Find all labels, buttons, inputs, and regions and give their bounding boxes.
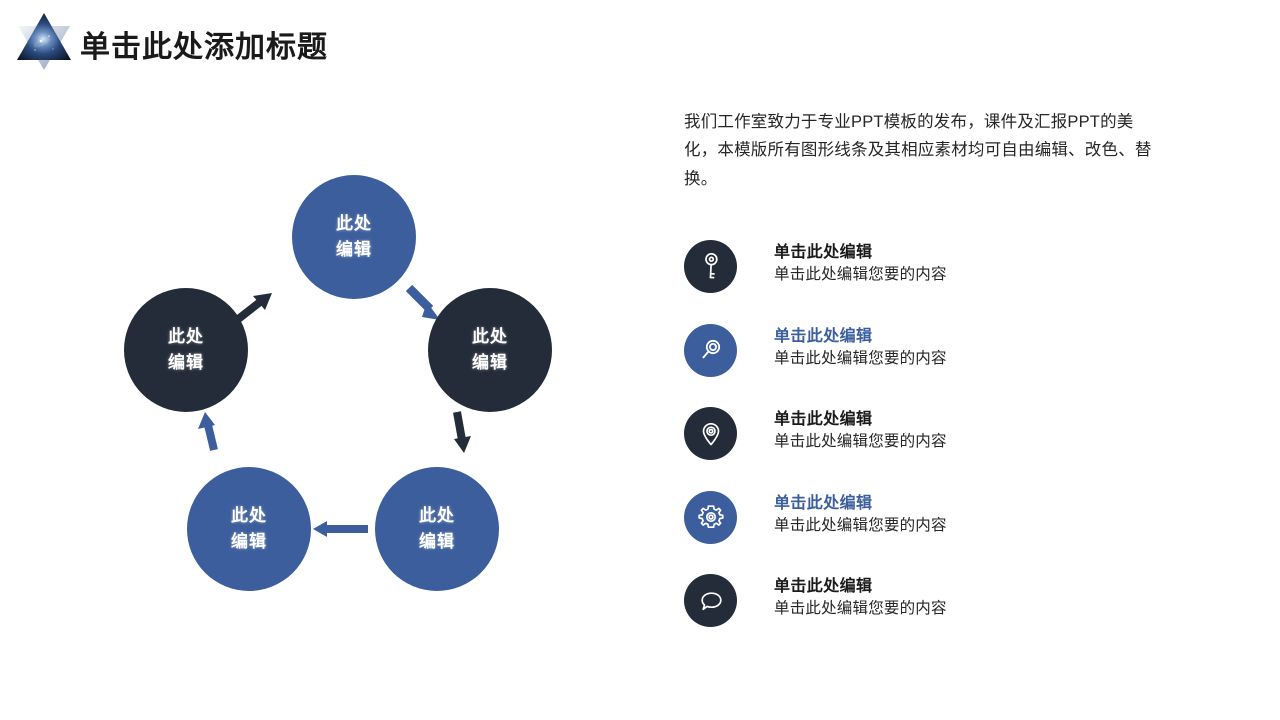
arrow-bottom-right-to-bottom-left: [313, 521, 368, 537]
description-block: 我们工作室致力于专业PPT模板的发布，课件及汇报PPT的美化，本模版所有图形线条…: [684, 108, 1174, 193]
location-pin-icon: [684, 407, 737, 460]
key-icon: [684, 240, 737, 293]
arrow-top-to-right: [405, 284, 440, 320]
list-item-text: 单击此处编辑 单击此处编辑您要的内容: [774, 408, 947, 454]
cycle-node-bottom-left-line1: 此处: [231, 505, 267, 525]
arrow-right-to-bottom-right: [453, 411, 471, 453]
search-icon: [684, 323, 737, 377]
six-pointed-star-galaxy-logo-icon: [8, 8, 80, 76]
list-item-title: 单击此处编辑: [774, 578, 873, 595]
list-item-title: 单击此处编辑: [774, 411, 873, 428]
list-item[interactable]: 单击此处编辑 单击此处编辑您要的内容: [684, 323, 1184, 408]
cycle-node-left[interactable]: 此处 编辑: [124, 288, 248, 412]
description-paragraph: 我们工作室致力于专业PPT模板的发布，课件及汇报PPT的美化，本模版所有图形线条…: [684, 113, 1152, 188]
cycle-diagram: 此处 编辑 此处 编辑 此处 编辑 此处 编辑 此处 编辑: [110, 150, 610, 620]
cycle-node-top[interactable]: 此处 编辑: [292, 175, 416, 299]
list-item-desc: 单击此处编辑您要的内容: [774, 600, 947, 618]
cycle-node-right-line1: 此处: [472, 326, 508, 346]
list-item[interactable]: 单击此处编辑 单击此处编辑您要的内容: [684, 574, 1184, 658]
list-item-desc: 单击此处编辑您要的内容: [774, 433, 947, 451]
list-item-title: 单击此处编辑: [774, 494, 873, 512]
cycle-node-bottom-right-line1: 此处: [419, 505, 455, 525]
list-item-text: 单击此处编辑 单击此处编辑您要的内容: [774, 325, 947, 371]
list-item-text: 单击此处编辑 单击此处编辑您要的内容: [774, 492, 947, 538]
cycle-node-top-line2: 编辑: [336, 240, 372, 259]
list-item-title: 单击此处编辑: [774, 327, 873, 345]
arrow-bottom-left-to-left: [198, 412, 218, 451]
cycle-node-bottom-right[interactable]: 此处 编辑: [375, 467, 499, 591]
cycle-node-bottom-left[interactable]: 此处 编辑: [187, 467, 311, 591]
speech-bubble-icon: [684, 574, 737, 627]
list-item[interactable]: 单击此处编辑 单击此处编辑您要的内容: [684, 407, 1184, 491]
cycle-node-left-line2: 编辑: [168, 353, 204, 372]
list-item-desc: 单击此处编辑您要的内容: [774, 516, 947, 534]
gear-icon: [684, 490, 737, 544]
page-title: 单击此处添加标题: [80, 31, 328, 64]
slide-header: 单击此处添加标题: [0, 0, 1280, 86]
cycle-node-left-line1: 此处: [168, 326, 204, 346]
list-item-desc: 单击此处编辑您要的内容: [774, 349, 947, 367]
cycle-node-bottom-right-line2: 编辑: [419, 532, 455, 551]
cycle-arrows: [198, 284, 471, 537]
list-item-text: 单击此处编辑 单击此处编辑您要的内容: [774, 575, 947, 621]
arrow-left-to-top: [234, 293, 272, 324]
cycle-node-right[interactable]: 此处 编辑: [428, 288, 552, 412]
cycle-node-top-line1: 此处: [336, 213, 372, 233]
list-item-desc: 单击此处编辑您要的内容: [774, 266, 947, 284]
list-item-text: 单击此处编辑 单击此处编辑您要的内容: [774, 241, 947, 287]
list-item[interactable]: 单击此处编辑 单击此处编辑您要的内容: [684, 490, 1184, 575]
list-item[interactable]: 单击此处编辑 单击此处编辑您要的内容: [684, 240, 1184, 324]
cycle-node-right-line2: 编辑: [472, 353, 508, 372]
list-item-title: 单击此处编辑: [774, 244, 873, 261]
feature-list: 单击此处编辑 单击此处编辑您要的内容 单击此处编辑 单击此处编辑您要的内容: [684, 240, 1184, 658]
cycle-node-bottom-left-line2: 编辑: [231, 532, 267, 551]
